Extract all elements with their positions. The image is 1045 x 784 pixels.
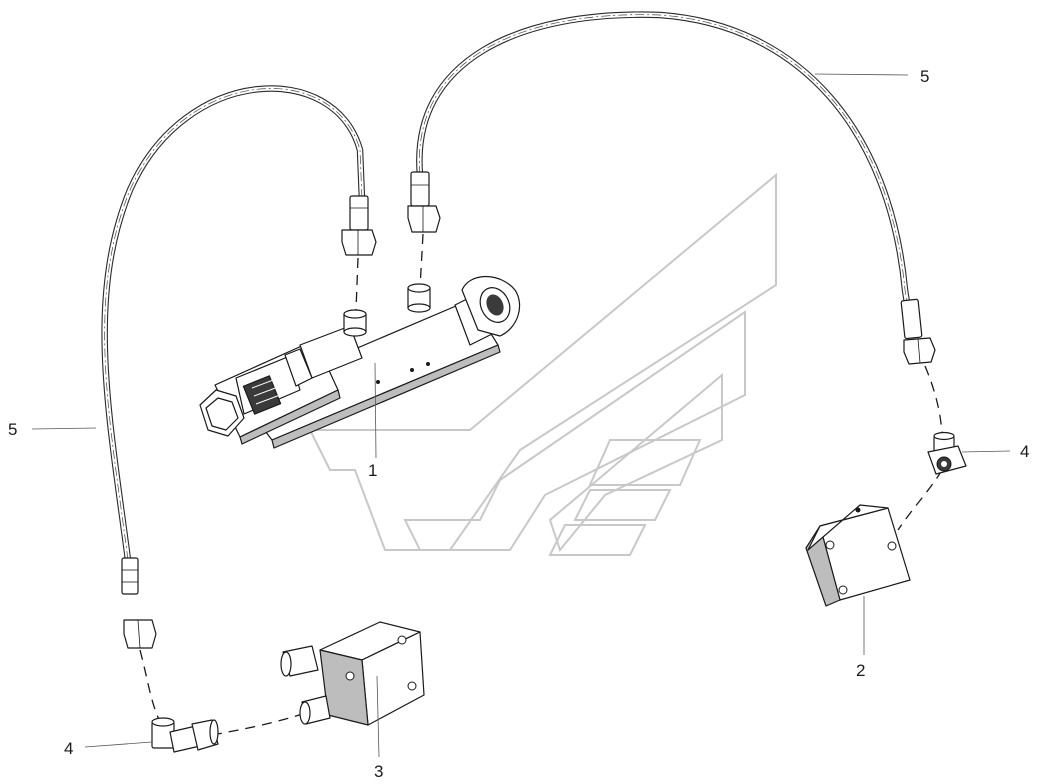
leader-lines [31, 73, 1011, 758]
callout-labels: 1 2 3 4 4 5 5 [8, 67, 1029, 781]
mounting-bracket [805, 504, 911, 607]
callout-4-left: 4 [64, 739, 73, 758]
hydraulic-cylinder [199, 276, 521, 449]
callout-5-right: 5 [920, 67, 929, 86]
callout-2: 2 [856, 661, 865, 680]
elbow-fitting-left [151, 717, 219, 753]
callout-3: 3 [374, 762, 383, 781]
elbow-fitting-right [927, 431, 967, 475]
callout-5-left: 5 [8, 420, 17, 439]
connection-lines [139, 233, 943, 736]
hydraulic-hose-left [101, 85, 377, 649]
hydraulic-hose-right [407, 11, 936, 365]
valve-block [280, 621, 425, 726]
callout-1: 1 [368, 461, 377, 480]
callout-4-right: 4 [1020, 442, 1029, 461]
watermark-logo [308, 172, 777, 556]
